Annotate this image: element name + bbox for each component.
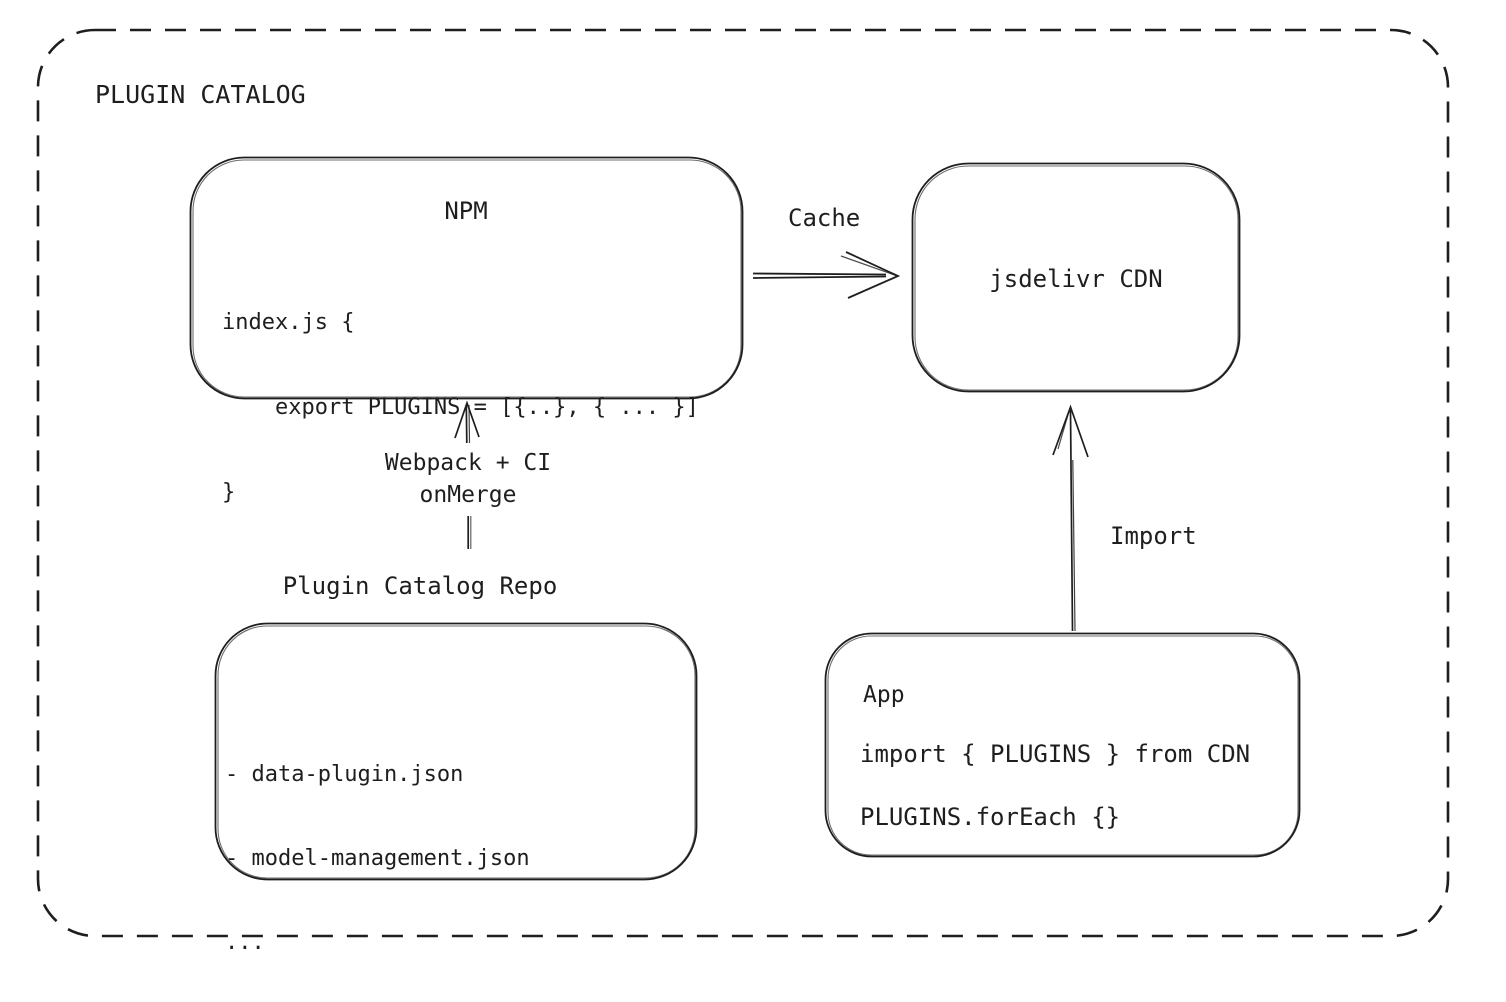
repo-file-item: ... [225, 930, 265, 955]
repo-file-item: - model-management.json [225, 846, 530, 871]
npm-code-line: export PLUGINS = [{..}, { ... }] [222, 395, 699, 420]
app-box [824, 632, 1301, 858]
cdn-box [911, 162, 1241, 393]
build-arrow [454, 400, 480, 549]
cache-arrow-label: Cache [788, 204, 861, 232]
npm-box [189, 156, 744, 400]
repo-box-title: Plugin Catalog Repo [282, 572, 558, 600]
repo-file-list: - data-plugin.json - model-management.js… [225, 706, 530, 1002]
catalog-dashed-border [36, 28, 1450, 938]
import-arrow [1052, 404, 1089, 632]
diagram-title: PLUGIN CATALOG [95, 80, 306, 109]
app-box-title: App [863, 682, 905, 708]
import-arrow-label: Import [1110, 522, 1197, 550]
npm-code-block: index.js { export PLUGINS = [{..}, { ...… [222, 254, 699, 564]
app-code-line: PLUGINS.forEach {} [860, 803, 1121, 831]
repo-box [214, 622, 698, 881]
npm-code-line: } [222, 480, 236, 505]
cache-arrow [752, 251, 901, 299]
repo-file-item: - data-plugin.json [225, 762, 464, 787]
cdn-box-label: jsdelivr CDN [989, 265, 1163, 293]
npm-code-line: index.js { [222, 310, 355, 335]
build-arrow-label-line1: Webpack + CI [384, 450, 552, 476]
build-arrow-label-line2: onMerge [419, 482, 517, 508]
app-code-line: import { PLUGINS } from CDN [860, 740, 1251, 768]
npm-box-title: NPM [444, 197, 488, 225]
